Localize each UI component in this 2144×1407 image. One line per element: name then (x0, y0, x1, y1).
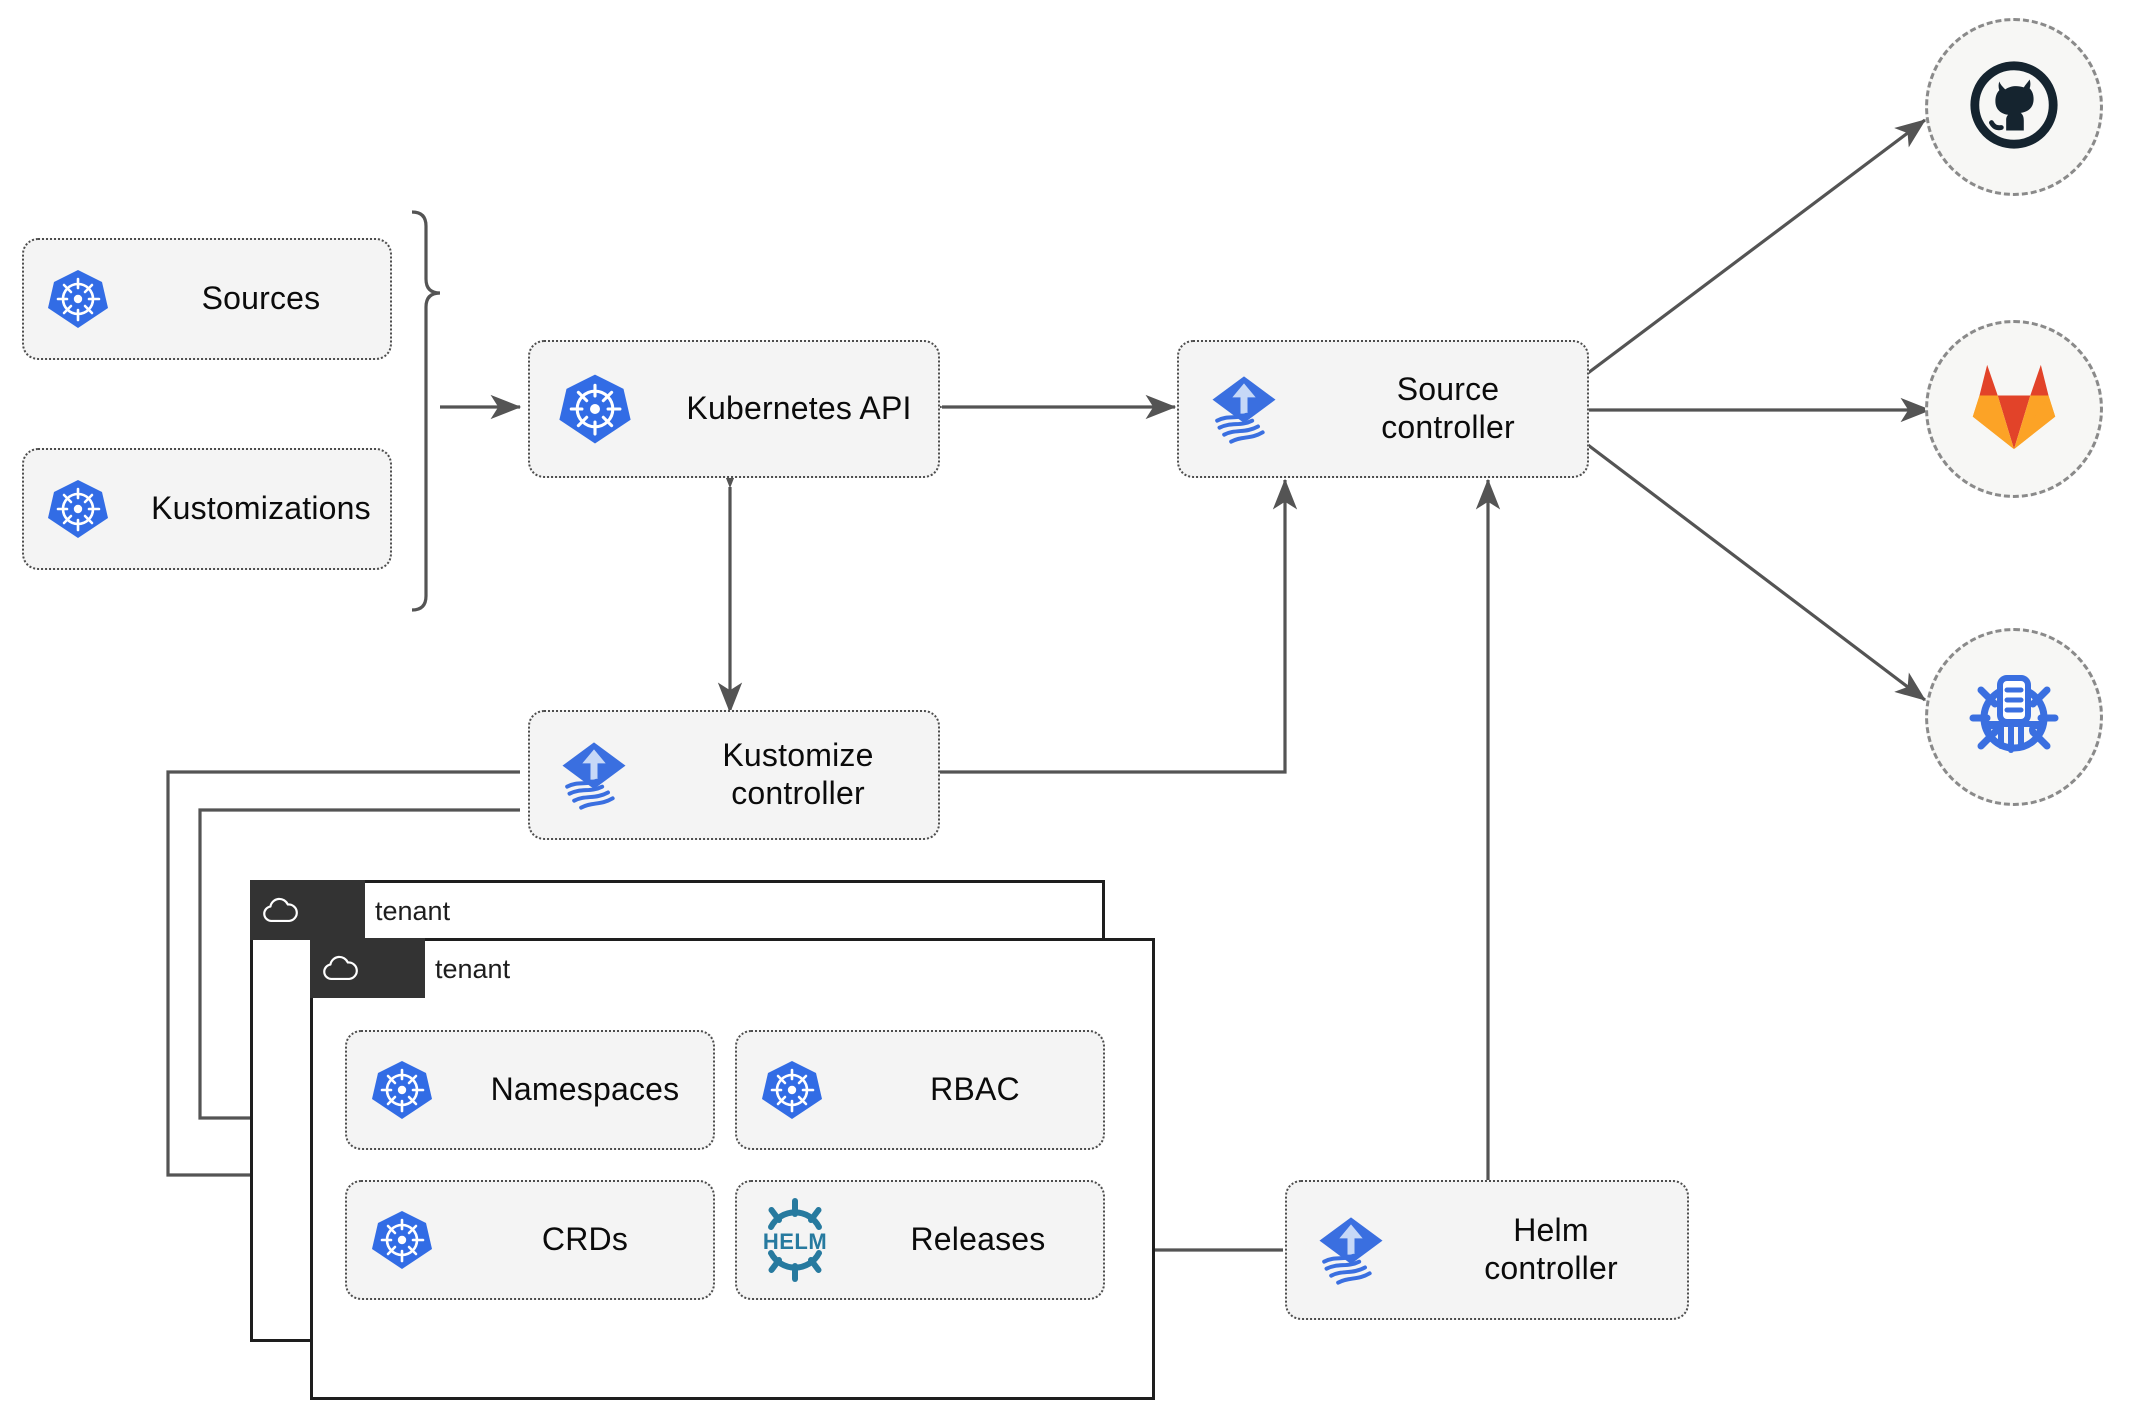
node-label: Source controller (1381, 371, 1515, 445)
node-label: Releases (910, 1221, 1046, 1258)
node-crds[interactable]: CRDs (345, 1180, 715, 1300)
kubernetes-icon (24, 477, 132, 541)
flux-icon (1179, 367, 1309, 451)
flux-icon (1287, 1208, 1415, 1292)
node-sources[interactable]: Sources (22, 238, 392, 360)
helm-repository-icon (1959, 660, 2069, 775)
svg-text:HELM: HELM (763, 1229, 827, 1254)
endpoint-gitlab[interactable] (1925, 320, 2103, 498)
kubernetes-icon (530, 371, 660, 447)
kubernetes-icon (737, 1058, 847, 1122)
node-label: Kustomize controller (722, 737, 874, 811)
tenant-label-front: tenant (435, 954, 511, 984)
kubernetes-icon (347, 1208, 457, 1272)
edge-source-helmrepo (1587, 443, 1927, 702)
node-kustomizations[interactable]: Kustomizations (22, 448, 392, 570)
node-label: Helm controller (1484, 1212, 1618, 1286)
tenant-tab-front (310, 938, 425, 998)
node-label: Kubernetes API (686, 390, 912, 427)
node-namespaces[interactable]: Namespaces (345, 1030, 715, 1150)
node-kubernetes-api[interactable]: Kubernetes API (528, 340, 940, 478)
flux-icon (530, 733, 658, 817)
kubernetes-icon (24, 267, 132, 331)
github-icon (1966, 57, 2062, 158)
helm-icon: HELM (737, 1197, 853, 1283)
tenant-cluster-front: tenant (310, 938, 1155, 1400)
node-label: Kustomizations (151, 490, 371, 527)
node-label: Namespaces (490, 1071, 680, 1108)
tenant-tab-back (250, 880, 365, 940)
node-releases[interactable]: HELM Releases (735, 1180, 1105, 1300)
edge-source-github (1587, 118, 1927, 375)
tenant-label-back: tenant (375, 896, 451, 926)
node-rbac[interactable]: RBAC (735, 1030, 1105, 1150)
gitlab-icon (1966, 361, 2062, 458)
edge-kustomize-source (938, 478, 1298, 774)
endpoint-github[interactable] (1925, 18, 2103, 196)
node-helm-controller[interactable]: Helm controller (1285, 1180, 1689, 1320)
endpoint-helm-repository[interactable] (1925, 628, 2103, 806)
node-kustomize-controller[interactable]: Kustomize controller (528, 710, 940, 840)
node-source-controller[interactable]: Source controller (1177, 340, 1589, 478)
cloud-icon (250, 880, 310, 940)
node-label: RBAC (930, 1071, 1020, 1108)
node-label: Sources (201, 280, 321, 317)
cloud-icon (310, 938, 370, 998)
kubernetes-icon (347, 1058, 457, 1122)
node-label: CRDs (541, 1221, 629, 1258)
